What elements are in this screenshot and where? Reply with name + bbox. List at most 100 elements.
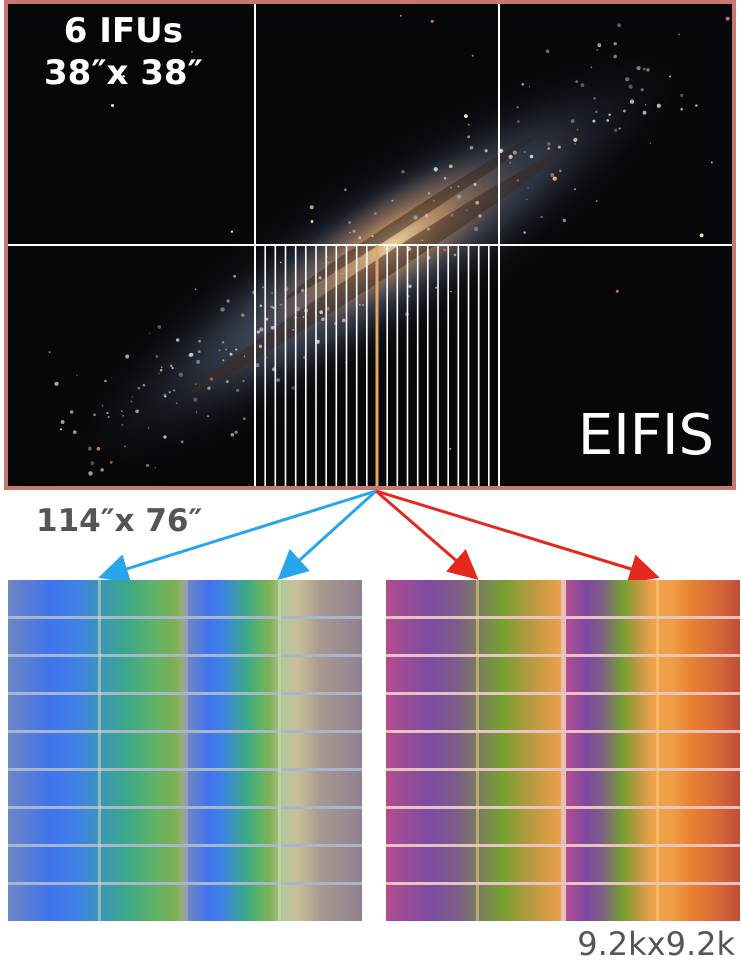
star-speckle [371,235,374,238]
star-speckle [512,150,517,155]
red-detector-row-separator [386,616,740,620]
ifu-size-label: 38″x 38″ [44,53,203,93]
star-speckle [597,43,602,48]
ifu-count-label: 6 IFUs [63,11,183,51]
star-speckle [528,86,531,88]
field-star [111,104,114,107]
star-speckle [344,188,347,191]
blue-detector [8,580,362,921]
star-speckle [443,177,447,180]
star-speckle [590,66,593,69]
star-speckle [88,471,93,476]
star-speckle [176,338,180,342]
star-speckle [178,372,183,377]
star-speckle [408,284,412,288]
star-speckle [576,128,579,131]
star-speckle [450,290,452,293]
red-detector-row-separator [386,654,740,658]
red-detector-row-separator [386,843,740,847]
image-slicer [264,245,490,486]
star-speckle [194,383,197,386]
star-speckle [209,377,214,381]
star-speckle [341,318,346,323]
star-speckle [466,209,468,211]
star-speckle [521,82,525,86]
star-speckle [175,402,178,405]
star-speckle [516,106,519,109]
star-speckle [122,415,124,417]
star-speckle [106,411,109,415]
star-speckle [453,253,457,257]
star-speckle [54,381,59,386]
star-speckle [131,396,134,398]
star-speckle [301,288,305,293]
star-speckle [173,389,176,392]
star-speckle [557,145,561,149]
star-speckle [623,109,626,113]
star-speckle [580,83,585,88]
star-speckle [159,368,163,372]
star-speckle [473,183,477,186]
star-speckle [279,261,282,264]
star-speckle [433,167,438,172]
star-speckle [625,77,630,82]
star-speckle [426,227,430,231]
star-speckle [341,272,344,275]
star-speckle [527,187,529,189]
star-speckle [545,49,550,54]
star-speckle [121,423,124,426]
star-speckle [242,417,246,421]
star-speckle [425,213,428,217]
star-speckle [220,307,225,312]
star-speckle [552,176,557,181]
star-speckle [593,97,596,100]
star-speckle [130,400,133,403]
star-speckle [401,169,405,174]
star-speckle [207,386,211,390]
star-speckle [457,194,462,199]
star-speckle [484,149,488,153]
star-speckle [233,274,237,278]
arrow-red-right [375,489,660,584]
star-speckle [171,367,174,370]
star-speckle [222,359,225,362]
field-star [615,289,619,293]
star-speckle [193,397,198,402]
star-speckle [137,386,141,390]
field-star [678,33,680,36]
star-speckle [478,214,482,218]
star-speckle [407,295,410,298]
star-speckle [592,119,596,123]
star-speckle [361,303,365,307]
star-speckle [508,154,513,159]
star-speckle [195,359,201,365]
star-speckle [644,104,647,106]
star-speckle [76,374,79,377]
star-speckle [608,113,611,116]
star-speckle [646,68,650,72]
star-speckle [695,104,698,107]
star-speckle [368,261,370,264]
star-speckle [642,110,647,115]
field-star [699,233,704,238]
blue-detector-right-half [188,580,362,921]
star-speckle [109,460,113,464]
star-speckle [391,199,394,202]
star-speckle [321,317,325,321]
star-speckle [270,305,274,309]
star-speckle [348,221,351,224]
star-speckle [327,261,330,264]
star-speckle [516,179,520,182]
star-speckle [628,84,633,89]
star-speckle [234,430,238,434]
detector-size-label: 9.2kx9.2k [577,925,735,963]
star-speckle [309,205,314,210]
star-speckle [188,353,193,357]
field-star [191,50,193,53]
field-star [471,54,474,57]
star-speckle [570,119,575,123]
star-speckle [427,192,431,195]
star-speckle [60,420,65,424]
star-speckle [148,332,151,335]
star-speckle [642,67,646,71]
